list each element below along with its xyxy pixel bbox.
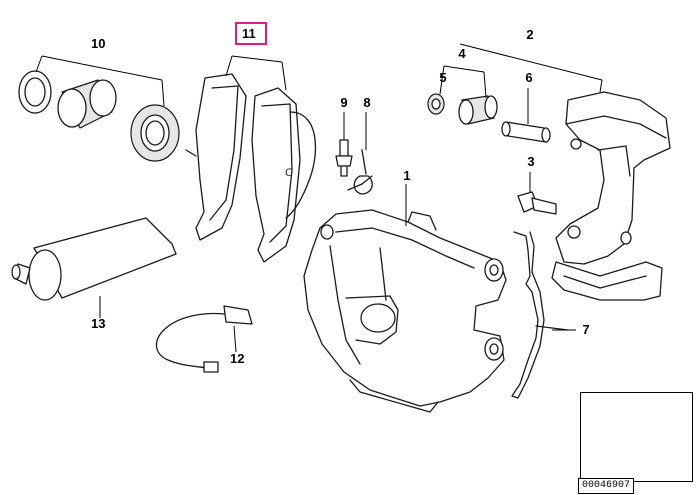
dust-cap-drawing	[347, 149, 373, 195]
callout-3[interactable]: 3	[527, 154, 535, 169]
guide-pin-drawing	[501, 121, 551, 143]
highlight-box	[235, 22, 267, 45]
callout-6[interactable]: 6	[525, 70, 533, 85]
callout-1[interactable]: 1	[403, 168, 411, 183]
brake-pads-drawing: ᑕ	[185, 73, 317, 263]
callout-7[interactable]: 7	[582, 322, 590, 337]
callout-10[interactable]: 10	[91, 36, 106, 51]
car-location-inset	[580, 392, 693, 482]
callout-9[interactable]: 9	[340, 95, 348, 110]
bleed-screw-drawing	[335, 139, 353, 177]
callout-8[interactable]: 8	[363, 95, 371, 110]
leader-lines	[35, 43, 603, 353]
caliper-housing-drawing	[303, 209, 507, 413]
callout-5[interactable]: 5	[439, 70, 447, 85]
bolt-drawing	[517, 191, 557, 215]
caliper-carrier-drawing	[551, 91, 671, 301]
wear-sensor-drawing	[155, 305, 253, 373]
callout-2[interactable]: 2	[526, 27, 534, 42]
callout-13[interactable]: 13	[91, 316, 106, 331]
callout-12[interactable]: 12	[230, 351, 245, 366]
callout-4[interactable]: 4	[458, 46, 466, 61]
guide-bush-drawing	[427, 93, 498, 125]
anti-rattle-spring-drawing	[511, 231, 569, 399]
grease-tube-drawing	[11, 217, 177, 301]
svg-text:ᑕ: ᑕ	[285, 168, 292, 179]
callout-11[interactable]: 11	[242, 26, 256, 41]
reference-code: 00046907	[578, 478, 635, 494]
piston-kit-drawing	[18, 70, 180, 162]
